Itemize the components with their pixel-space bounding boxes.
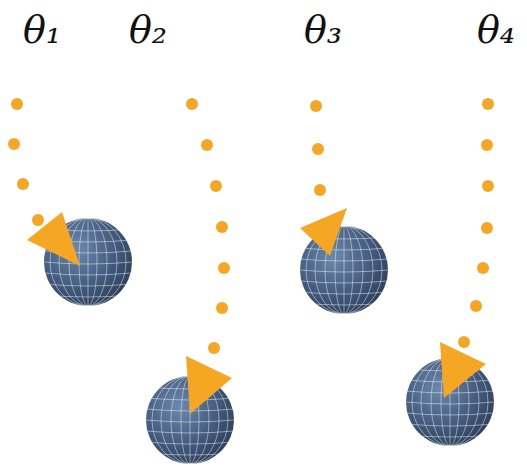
angle-label: θ₃ [304, 11, 342, 49]
angle-label: θ₄ [477, 11, 515, 49]
angle-label: θ₁ [23, 11, 61, 49]
angle-label: θ₂ [129, 11, 167, 49]
